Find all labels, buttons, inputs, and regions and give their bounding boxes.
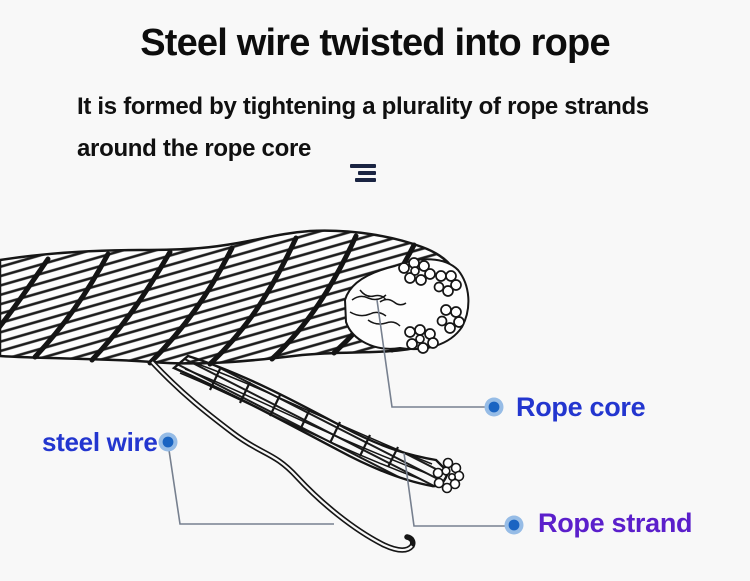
rope-core-fibers: [349, 289, 407, 327]
strand-cross-sections: [432, 457, 465, 494]
rope-cut-face: [343, 257, 470, 354]
rope-strand-leader-line: [403, 452, 506, 527]
rope-strand-marker-dot: [504, 515, 524, 535]
page-title: Steel wire twisted into rope: [140, 22, 610, 64]
strand-twist-ticks: [209, 368, 399, 468]
wire-cross-sections: [398, 257, 465, 354]
steel-wire-marker-dot: [158, 432, 178, 452]
leader-lines: [168, 299, 506, 527]
three-lines-icon: [350, 164, 376, 182]
rope-strand-label: Rope strand: [538, 508, 693, 538]
marker-dots: [158, 397, 524, 535]
icon-bar: [358, 171, 376, 175]
strand-wires: [179, 361, 433, 480]
subtitle-line-1: It is formed by tightening a plurality o…: [77, 93, 649, 120]
steel-wire-drawing: [149, 359, 416, 553]
icon-bar: [355, 178, 376, 182]
steel-wire-label: steel wire: [42, 427, 158, 457]
rope-core-label: Rope core: [516, 392, 646, 422]
rope-core-marker-dot: [484, 397, 504, 417]
subtitle: It is formed by tightening a plurality o…: [77, 86, 649, 170]
rope-strand-drawing: [171, 354, 465, 494]
icon-bar: [350, 164, 376, 168]
rope-core-leader-line: [376, 299, 487, 408]
steel-wire-leader-line: [168, 449, 334, 525]
subtitle-line-2: around the rope core: [77, 135, 312, 162]
